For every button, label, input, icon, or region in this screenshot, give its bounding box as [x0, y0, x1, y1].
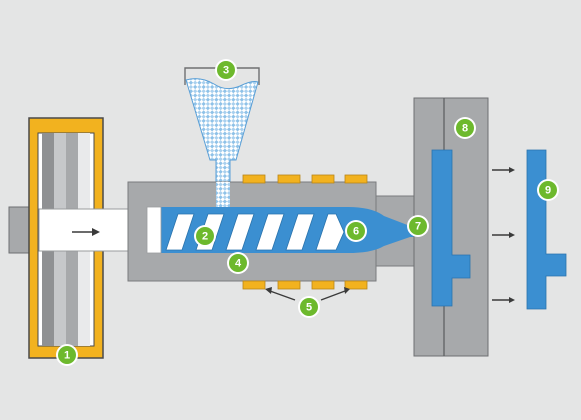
- badge-dot: [300, 298, 318, 316]
- callout-number: 9: [545, 185, 551, 197]
- callout-badge-heater-bands: 5: [298, 296, 320, 318]
- heater-band: [344, 280, 368, 290]
- callout-badge-screw: 2: [194, 225, 216, 247]
- arrow-right-icon: [492, 167, 515, 173]
- heater-band: [277, 174, 301, 184]
- callout-number: 7: [415, 221, 421, 233]
- badge-dot: [217, 61, 235, 79]
- callout-number: 8: [462, 123, 468, 135]
- heater-bands: [242, 174, 368, 290]
- barrel: [127, 174, 420, 290]
- callout-badge-mould: 8: [454, 117, 476, 139]
- arrow-icon: [265, 287, 350, 301]
- callout-badge-hopper: 3: [215, 59, 237, 81]
- callout-badge-nozzle: 7: [407, 215, 429, 237]
- melt-chamber: [345, 207, 420, 253]
- callout-number: 2: [202, 231, 208, 243]
- heater-band: [277, 280, 301, 290]
- callout-badge-melt-chamber: 6: [345, 220, 367, 242]
- badge-dot: [409, 217, 427, 235]
- callout-number: 1: [64, 350, 70, 362]
- heater-band: [242, 280, 266, 290]
- screw-flight: [255, 213, 285, 251]
- mould: [413, 97, 489, 357]
- arrow-right-icon: [492, 232, 515, 238]
- screw-flight: [225, 213, 255, 251]
- ejection-arrows: [492, 167, 515, 303]
- badge-dot: [196, 227, 214, 245]
- badge-dot: [58, 346, 76, 364]
- granule-funnel: [185, 78, 259, 189]
- arrow-right-icon: [72, 228, 100, 236]
- arrow-right-icon: [492, 297, 515, 303]
- heater-band: [344, 174, 368, 184]
- heater-band: [311, 174, 335, 184]
- badge-dot: [456, 119, 474, 137]
- callout-badges: 1 2 3 4 5 6 7 8 9: [56, 59, 559, 366]
- badge-dot: [347, 222, 365, 240]
- screw-tip: [315, 213, 345, 251]
- badge-dot: [539, 181, 557, 199]
- callout-number: 6: [353, 226, 359, 238]
- heater-band: [311, 280, 335, 290]
- badge-dot: [229, 254, 247, 272]
- callout-badge-barrel: 4: [227, 252, 249, 274]
- clamping-unit: [8, 117, 148, 359]
- screw-back: [146, 206, 162, 254]
- screw-flight: [165, 213, 195, 251]
- callout-badge-clamping-unit: 1: [56, 344, 78, 366]
- feed-throat: [216, 182, 230, 208]
- mould-cavity: [431, 149, 471, 307]
- callout-number: 5: [306, 302, 312, 314]
- heater-band: [242, 174, 266, 184]
- callout-number: 3: [223, 65, 229, 77]
- screw-flight: [285, 213, 315, 251]
- callout-badge-moulded-part: 9: [537, 179, 559, 201]
- callout-number: 4: [235, 258, 242, 270]
